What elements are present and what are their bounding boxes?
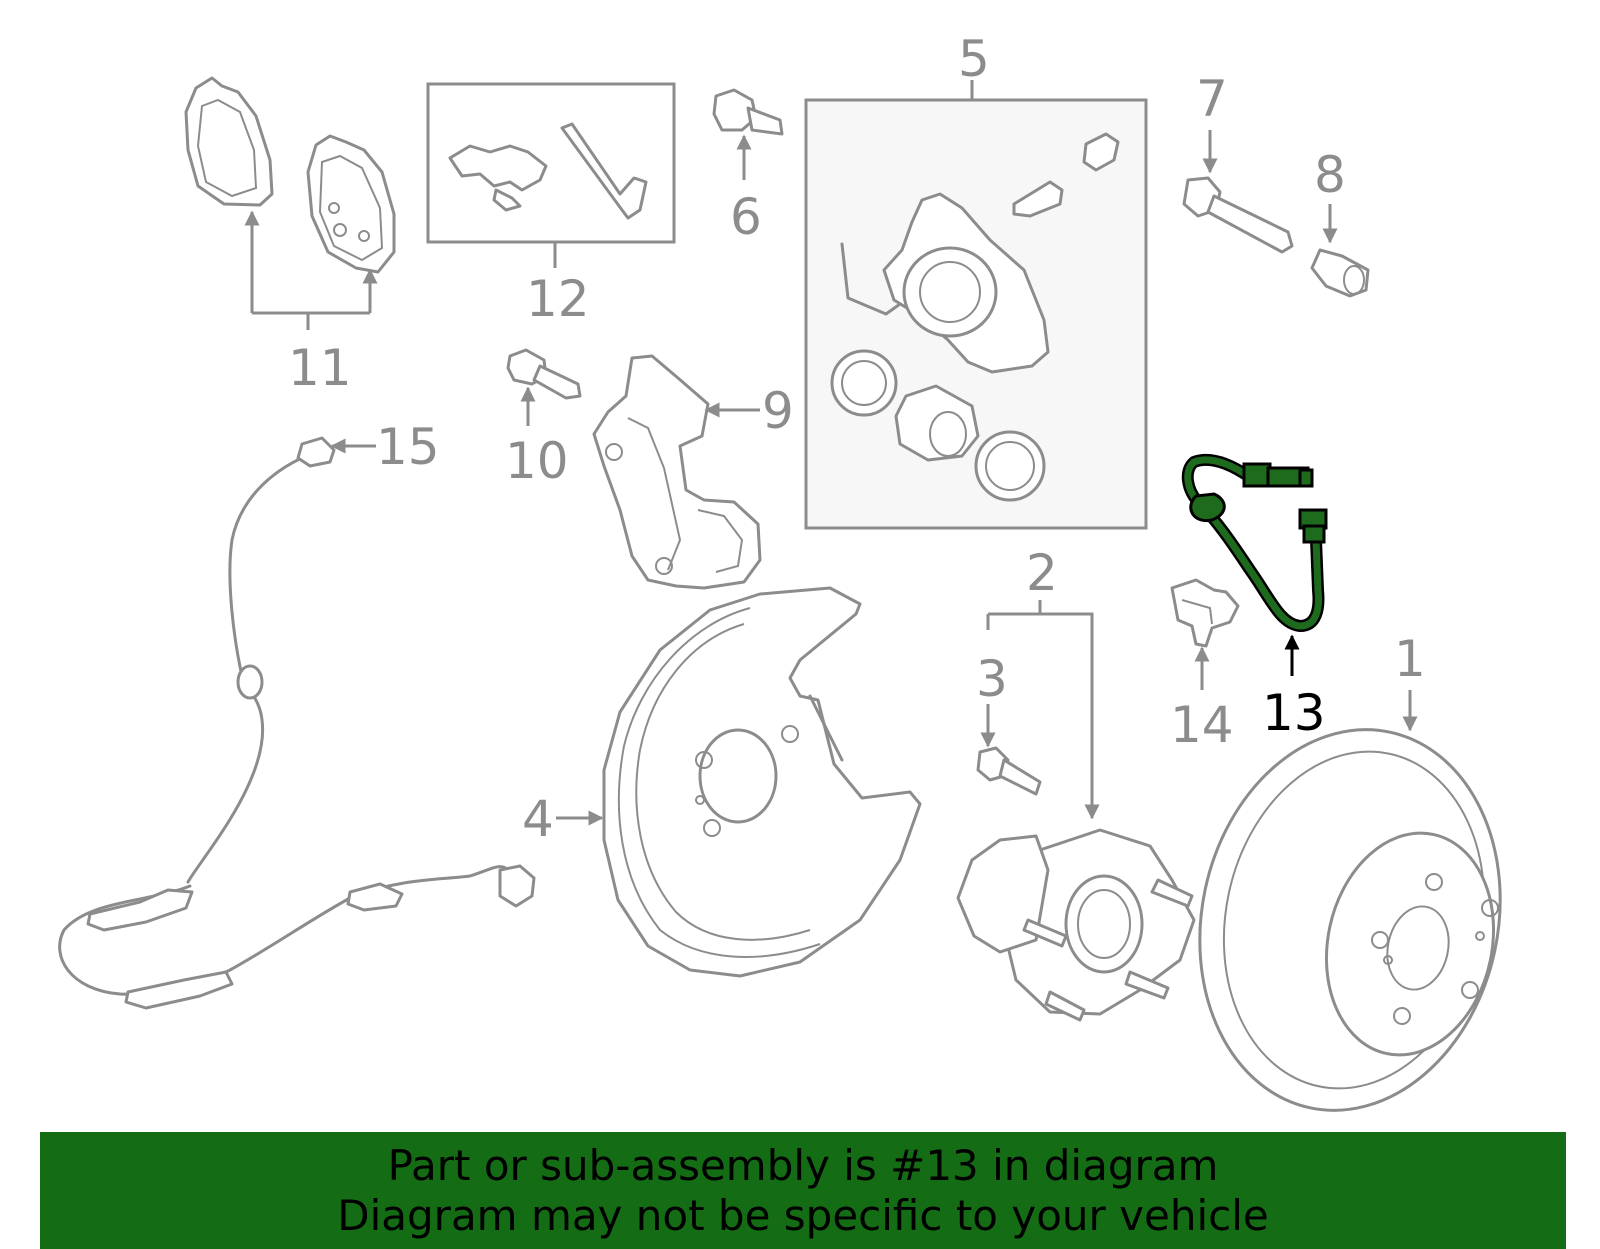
callout-12: 12 [526, 270, 590, 328]
part-10-bolt[interactable] [506, 348, 582, 400]
info-banner: Part or sub-assembly is #13 in diagram D… [40, 1132, 1566, 1249]
banner-background [40, 1132, 1566, 1249]
part-3-bolt[interactable] [976, 746, 1042, 796]
part-13-brake-hose[interactable] [1181, 453, 1328, 633]
callout-5: 5 [958, 30, 990, 88]
callout-7: 7 [1196, 70, 1228, 128]
leader-11 [244, 210, 378, 330]
part-12-hardware [448, 122, 648, 220]
callout-11: 11 [288, 339, 352, 397]
part-6-bolt[interactable] [712, 88, 784, 136]
part-1-rotor[interactable] [1165, 701, 1534, 1138]
callout-2: 2 [1026, 544, 1058, 602]
part-7-guide-pin[interactable] [1182, 176, 1294, 254]
callout-9: 9 [762, 382, 794, 440]
part-15-abs-sensor-wire[interactable] [58, 436, 536, 1010]
part-5-caliper [830, 132, 1120, 502]
banner-line-1: Part or sub-assembly is #13 in diagram [387, 1140, 1219, 1190]
part-14-bracket[interactable] [1170, 578, 1240, 648]
callout-6: 6 [730, 188, 762, 246]
callout-15: 15 [376, 418, 440, 476]
part-12-box[interactable] [426, 82, 676, 244]
part-9-caliper-bracket[interactable] [592, 354, 762, 590]
part-11-brake-pads[interactable] [184, 76, 396, 274]
callout-10: 10 [505, 432, 569, 490]
part-8-boot[interactable] [1310, 248, 1370, 298]
banner-line-2: Diagram may not be specific to your vehi… [337, 1190, 1269, 1240]
callout-14: 14 [1170, 696, 1234, 754]
callout-13: 13 [1262, 684, 1326, 742]
callout-8: 8 [1314, 146, 1346, 204]
callout-4: 4 [522, 790, 554, 848]
part-2-hub-bearing[interactable] [956, 600, 1196, 1022]
callout-1: 1 [1394, 630, 1426, 688]
part-4-backing-plate[interactable] [602, 586, 922, 978]
callout-3: 3 [976, 650, 1008, 708]
